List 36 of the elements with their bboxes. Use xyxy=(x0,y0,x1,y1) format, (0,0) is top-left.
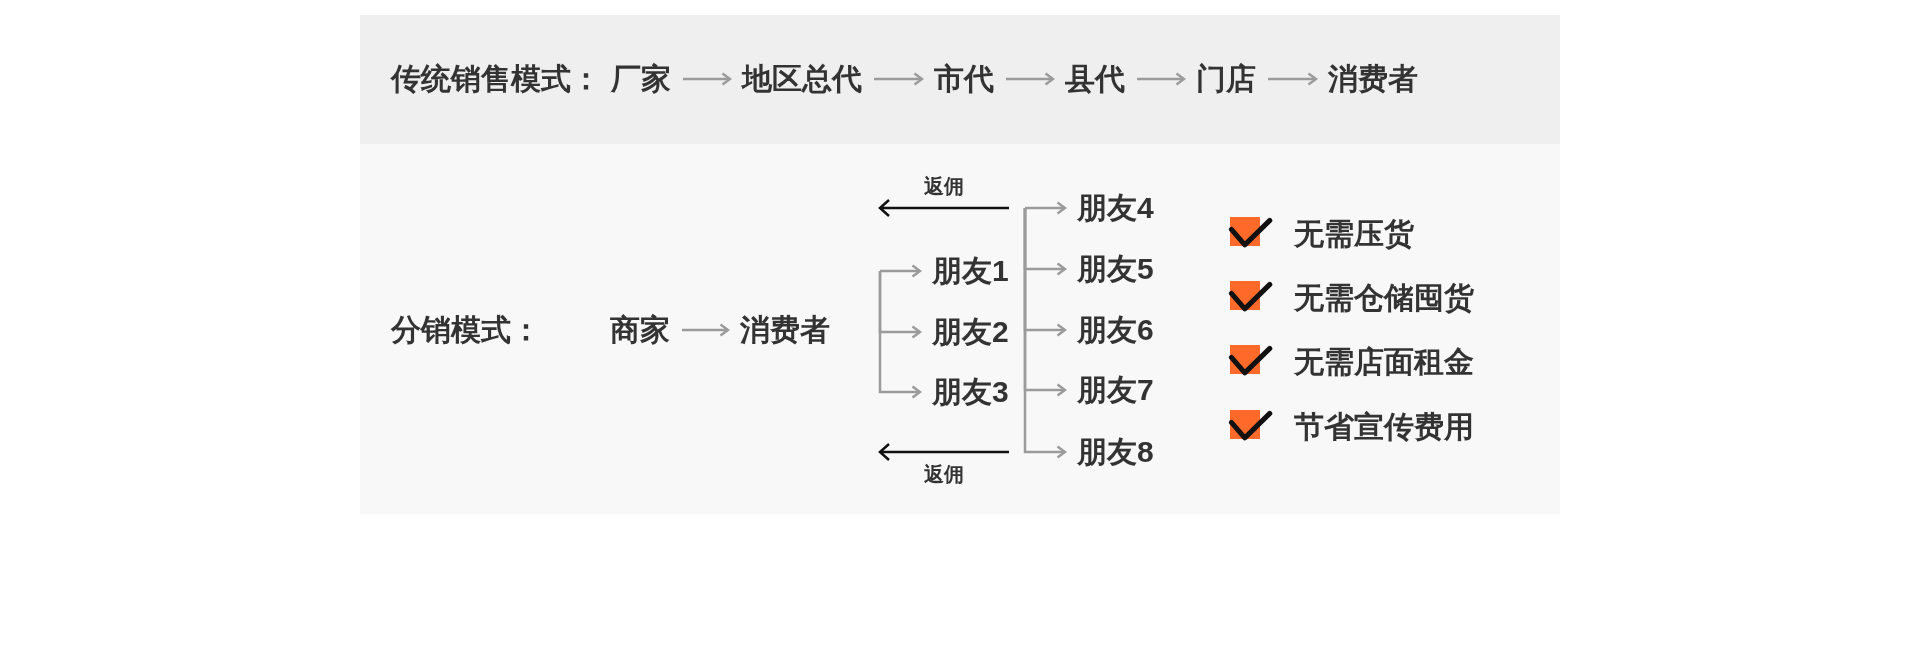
node-label: 厂家 xyxy=(611,61,671,97)
node-label: 朋友7 xyxy=(1077,372,1154,408)
node-label: 朋友5 xyxy=(1077,251,1154,287)
mode-panel xyxy=(360,144,1560,514)
arrow xyxy=(878,264,922,278)
arrow xyxy=(683,72,732,86)
mode-panel xyxy=(360,15,1560,144)
arrow xyxy=(1268,72,1318,86)
arrow xyxy=(1006,72,1055,86)
arrow xyxy=(878,271,922,399)
arrow xyxy=(1023,208,1067,459)
node-label: 商家 xyxy=(610,312,670,348)
arrow xyxy=(1023,201,1067,215)
node-label: 县代 xyxy=(1065,61,1125,97)
panel-heading: 分销模式： xyxy=(391,312,541,348)
arrow xyxy=(682,323,730,337)
benefit-label: 无需仓储囤货 xyxy=(1294,280,1474,316)
arrow-label: 返佣 xyxy=(924,174,964,198)
node-label: 门店 xyxy=(1196,61,1256,97)
benefit-label: 节省宣传费用 xyxy=(1294,409,1474,445)
node-label: 消费者 xyxy=(740,312,830,348)
arrow xyxy=(874,72,924,86)
arrow xyxy=(1137,72,1186,86)
node-label: 朋友1 xyxy=(932,253,1009,289)
node-label: 朋友8 xyxy=(1077,434,1154,470)
node-label: 消费者 xyxy=(1328,61,1418,97)
panel-heading: 传统销售模式： xyxy=(391,61,601,97)
node-label: 朋友2 xyxy=(932,314,1009,350)
node-label: 朋友6 xyxy=(1077,312,1154,348)
benefit-label: 无需店面租金 xyxy=(1294,344,1474,380)
node-label: 市代 xyxy=(934,61,994,97)
arrow-label: 返佣 xyxy=(924,462,964,486)
node-label: 朋友4 xyxy=(1077,190,1154,226)
benefit-label: 无需压货 xyxy=(1294,216,1414,252)
node-label: 地区总代 xyxy=(742,61,862,97)
node-label: 朋友3 xyxy=(932,374,1009,410)
